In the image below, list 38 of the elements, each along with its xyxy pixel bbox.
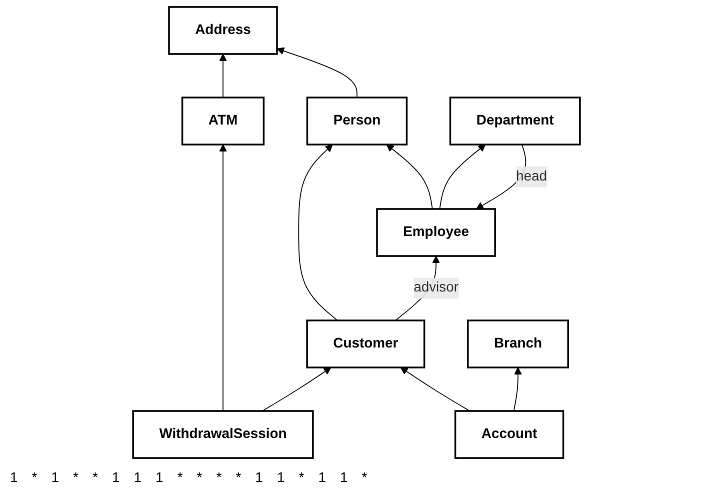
class-box: Employee xyxy=(376,208,496,257)
multiplicity-label: 1 xyxy=(318,469,326,485)
multiplicity-label: 1 xyxy=(134,469,142,485)
class-box: Department xyxy=(449,96,581,146)
association-arrow xyxy=(219,144,227,412)
multiplicity-label: 1 xyxy=(51,469,60,485)
role-label: advisor xyxy=(414,278,458,299)
multiplicity-label: * xyxy=(73,469,78,485)
class-box: ATM xyxy=(181,96,265,146)
class-box: Branch xyxy=(467,320,569,368)
multiplicity-label: 1 xyxy=(255,469,263,485)
multiplicity-label: * xyxy=(92,469,98,485)
association-arrow xyxy=(219,54,227,98)
association-arrow xyxy=(386,144,433,210)
class-box: Person xyxy=(306,96,408,146)
association-arrow xyxy=(513,367,522,412)
class-box: Account xyxy=(454,410,564,459)
multiplicity-label: * xyxy=(362,469,368,485)
association-arrow xyxy=(262,367,332,412)
multiplicity-label: 1 xyxy=(112,469,120,485)
role-label: head xyxy=(516,166,548,188)
multiplicity-label: * xyxy=(32,469,38,485)
multiplicity-label: * xyxy=(298,469,304,485)
multiplicity-label: 1 xyxy=(276,469,285,485)
association-arrow xyxy=(276,47,358,98)
multiplicity-label: * xyxy=(196,469,202,485)
association-arrow xyxy=(400,367,470,412)
class-box: Address xyxy=(168,6,278,55)
multiplicity-label: * xyxy=(177,469,183,485)
association-arrow xyxy=(298,144,338,321)
multiplicity-label: 1 xyxy=(10,469,18,485)
association-arrow xyxy=(439,144,486,210)
multiplicity-label: * xyxy=(216,469,222,485)
class-box: Customer xyxy=(306,320,426,368)
multiplicity-label: * xyxy=(236,469,242,485)
class-box: WithdrawalSession xyxy=(132,410,314,459)
multiplicity-label: 1 xyxy=(340,469,348,485)
multiplicity-label: 1 xyxy=(156,469,164,485)
